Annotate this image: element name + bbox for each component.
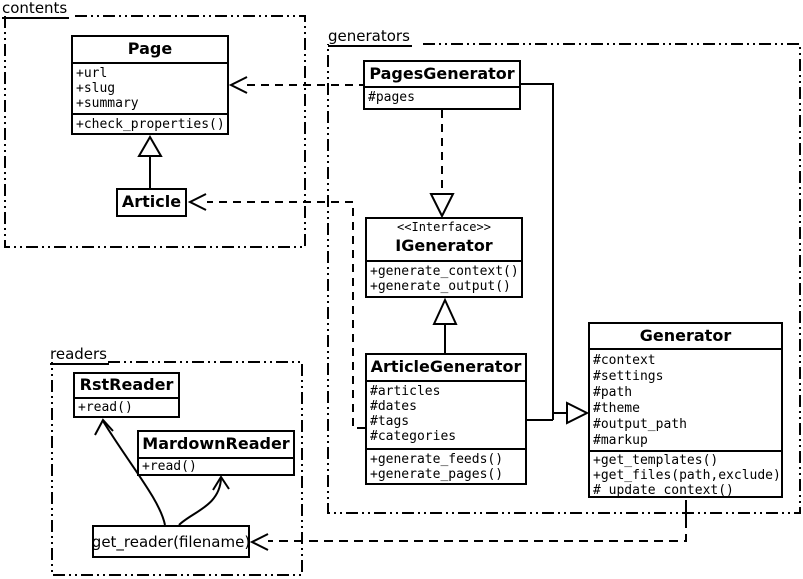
attribute-row: +slug [76, 81, 116, 96]
edge-generators-extend-generator [521, 83, 567, 421]
class-generator-attributes: #context #settings #path #theme #output_… [590, 348, 781, 450]
class-rstreader-methods: +read() [75, 397, 178, 416]
class-page-attributes: +url +slug +summary [73, 62, 227, 113]
attribute-row: #path [593, 385, 633, 400]
attribute-row: #categories [370, 429, 457, 444]
arrowhead-open-getreader [249, 533, 269, 551]
attribute-row: #theme [593, 401, 640, 416]
class-igenerator: <<Interface>> IGenerator +generate_conte… [365, 217, 523, 298]
method-row: +get_files(path,exclude) [593, 468, 781, 483]
arrowhead-open-page [228, 76, 248, 94]
method-row: +generate_output() [370, 279, 511, 294]
arrowhead-open-rstreader [94, 418, 114, 436]
arrowhead-open-article [187, 193, 207, 211]
class-mardownreader-methods: +read() [139, 457, 293, 474]
method-row: +generate_feeds() [370, 452, 504, 467]
class-articlegenerator-methods: +generate_feeds() +generate_pages() [367, 448, 525, 483]
method-row: +check_properties() [76, 117, 225, 132]
class-articlegenerator-attributes: #articles #dates #tags #categories [367, 380, 525, 448]
function-box-get-reader-label: get_reader(filename) [91, 532, 251, 551]
class-pagesgenerator-attributes: #pages [365, 86, 519, 108]
package-label-readers: readers [50, 345, 109, 365]
method-row: +generate_context() [370, 264, 519, 279]
arrowhead-triangle-page [137, 135, 163, 157]
method-row: +get_templates() [593, 453, 719, 468]
attribute-row: #context [593, 353, 656, 368]
attribute-row: #dates [370, 399, 417, 414]
edge-getreader-to-mardownreader [178, 477, 222, 526]
class-rstreader-title: RstReader [79, 375, 174, 394]
attribute-row: #tags [370, 414, 410, 429]
class-mardownreader-title: MardownReader [142, 434, 290, 453]
arrowhead-open-mardownreader [212, 475, 230, 491]
attribute-row: #output_path [593, 417, 687, 432]
package-border-readers [51, 361, 303, 576]
package-label-contents: contents [2, 0, 70, 19]
class-article-title: Article [121, 192, 182, 211]
package-label-generators: generators [328, 27, 412, 47]
class-mardownreader: MardownReader +read() [137, 430, 295, 476]
class-pagesgenerator: PagesGenerator #pages [363, 60, 521, 110]
class-igenerator-stereotype: <<Interface>> [397, 220, 491, 234]
method-row: +read() [78, 400, 133, 415]
method-row: +generate_pages() [370, 467, 504, 482]
arrowhead-triangle-igenerator-bottom [432, 297, 458, 325]
class-pagesgenerator-title: PagesGenerator [369, 64, 515, 83]
class-igenerator-methods: +generate_context() +generate_output() [367, 260, 521, 296]
attribute-row: +summary [76, 96, 139, 111]
edge-articlegenerator-depends-article [207, 201, 365, 429]
class-generator: Generator #context #settings #path #them… [588, 322, 783, 498]
class-articlegenerator-title: ArticleGenerator [370, 357, 522, 376]
class-page: Page +url +slug +summary +check_properti… [71, 35, 229, 135]
arrowhead-triangle-generator [566, 401, 590, 425]
arrowhead-triangle-igenerator-top [429, 193, 455, 219]
attribute-row: #markup [593, 433, 648, 448]
edge-generator-depends-getreader [268, 519, 687, 542]
class-rstreader: RstReader +read() [73, 372, 180, 418]
package-border-generators [327, 43, 801, 514]
class-article: Article [116, 188, 187, 217]
class-articlegenerator: ArticleGenerator #articles #dates #tags … [365, 353, 527, 485]
class-page-title: Page [127, 39, 173, 58]
attribute-row: #settings [593, 369, 664, 384]
method-row: #_update_context() [593, 483, 734, 496]
function-box-get-reader: get_reader(filename) [92, 525, 250, 558]
class-page-methods: +check_properties() [73, 113, 227, 133]
attribute-row: #pages [368, 90, 415, 105]
class-generator-methods: +get_templates() +get_files(path,exclude… [590, 450, 781, 496]
method-row: +read() [142, 459, 197, 474]
class-igenerator-title: IGenerator [395, 236, 493, 255]
class-generator-title: Generator [639, 326, 732, 345]
edge-getreader-to-rstreader [102, 420, 166, 526]
attribute-row: #articles [370, 384, 441, 399]
attribute-row: +url [76, 66, 108, 81]
